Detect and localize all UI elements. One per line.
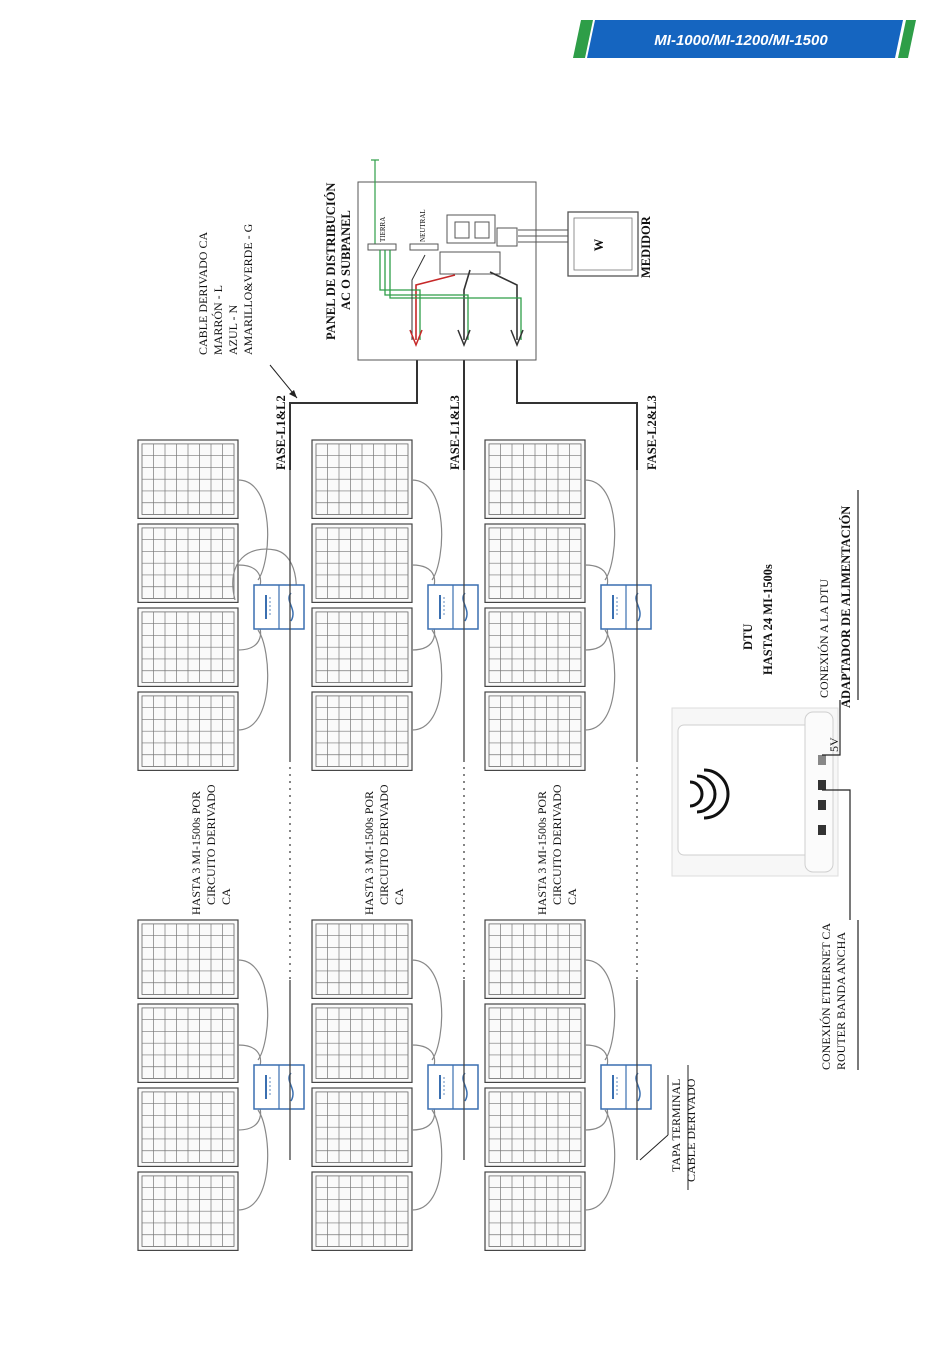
ethernet-line1: CONEXIÓN ETHERNET CA	[819, 923, 833, 1070]
tierra-label: TIERRA	[379, 217, 387, 242]
meter: W	[567, 211, 639, 277]
meter-symbol: W	[592, 238, 606, 251]
group-label-row3: HASTA 3 MI-1500s POR CIRCUITO DERIVADO C…	[535, 784, 579, 915]
group-label-row2: HASTA 3 MI-1500s POR CIRCUITO DERIVADO C…	[362, 784, 406, 915]
banner-blue-body	[587, 20, 903, 58]
phase-label-3: FASE-L2&L3	[645, 395, 659, 470]
group-label-line1: HASTA 3 MI-1500s POR	[535, 791, 549, 915]
cable-pointer-arrow	[269, 364, 298, 399]
phase-label-2: FASE-L1&L3	[448, 395, 462, 470]
dtu-connection-lines	[822, 490, 859, 1070]
cable-l: MARRÓN - L	[211, 285, 225, 355]
header-title: MI-1000/MI-1200/MI-1500	[654, 32, 828, 49]
group-label-line2: CIRCUITO DERIVADO	[377, 784, 391, 905]
dtu-device	[671, 707, 839, 877]
wifi-icon	[689, 780, 704, 808]
group-label-line2: CIRCUITO DERIVADO	[550, 784, 564, 905]
meter-label: MEDIDOR	[639, 215, 653, 278]
dtu-connection-line1: CONEXIÓN A LA DTU	[817, 579, 831, 698]
group-label-line3: CA	[219, 888, 233, 905]
dtu-title: DTU	[741, 624, 755, 650]
neutral-label: NEUTRAL	[419, 209, 427, 242]
terminal-cap-callout: TAPA TERMINAL CABLE DERIVADO	[639, 1065, 698, 1190]
dtu-subtitle: HASTA 24 MI-1500s	[761, 564, 775, 675]
dtu-connection-line2: ADAPTADOR DE ALIMENTACIÓN	[839, 506, 853, 708]
panel-title-line1: PANEL DE DISTRIBUCIÓN	[324, 183, 338, 340]
banner-green-stripe-right	[898, 20, 916, 58]
cable-n: AZUL - N	[226, 304, 240, 355]
tapa-label-line2: CABLE DERIVADO	[684, 1078, 698, 1182]
group-label-line2: CIRCUITO DERIVADO	[204, 784, 218, 905]
group-label-line1: HASTA 3 MI-1500s POR	[362, 791, 376, 915]
tapa-label-line1: TAPA TERMINAL	[669, 1079, 683, 1172]
group-label-line1: HASTA 3 MI-1500s POR	[189, 791, 203, 915]
distribution-panel	[357, 159, 570, 361]
group-label-row1: HASTA 3 MI-1500s POR CIRCUITO DERIVADO C…	[189, 784, 233, 915]
header-banner: MI-1000/MI-1200/MI-1500	[573, 20, 916, 58]
banner-green-stripe-left	[573, 20, 593, 58]
phase-label-1: FASE-L1&L2	[274, 395, 288, 470]
ethernet-line2: ROUTER BANDA ANCHA	[834, 932, 848, 1070]
cable-title: CABLE DERIVADO CA	[196, 232, 210, 355]
cable-g: AMARILLO&VERDE - G	[241, 223, 255, 355]
cable-legend: CABLE DERIVADO CA MARRÓN - L AZUL - N AM…	[196, 223, 255, 355]
panel-title-line2: AC O SUBPANEL	[339, 210, 353, 310]
group-label-line3: CA	[565, 888, 579, 905]
port-5v-label: 5V	[827, 737, 841, 752]
feeder-cables	[289, 340, 638, 470]
ac-trunk-cables	[289, 470, 638, 1160]
group-label-line3: CA	[392, 888, 406, 905]
